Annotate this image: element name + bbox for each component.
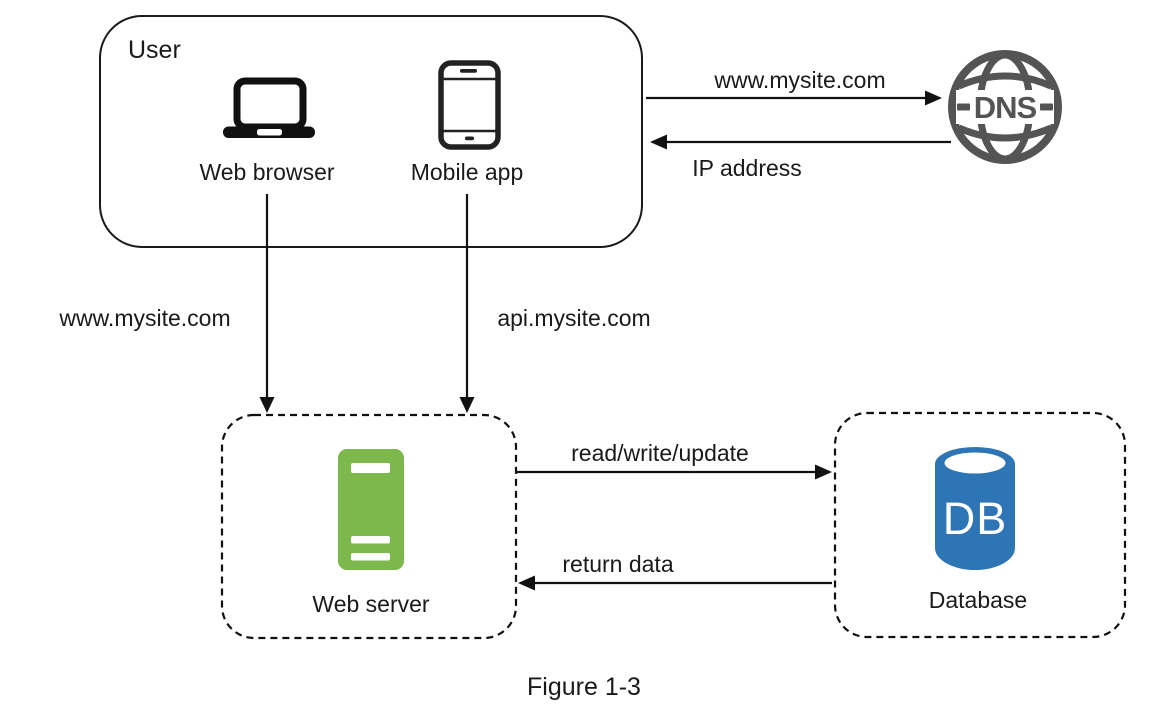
edge-dns-to-user: IP address bbox=[650, 134, 951, 181]
web-server-label: Web server bbox=[312, 591, 430, 617]
edge-label-db-to-webserver: return data bbox=[562, 551, 673, 577]
web-browser-label: Web browser bbox=[199, 159, 334, 185]
database-box: DB Database bbox=[833, 411, 1127, 639]
edge-label-browser-to-webserver: www.mysite.com bbox=[58, 305, 230, 331]
figure-caption: Figure 1-3 bbox=[527, 673, 641, 701]
edge-app-to-webserver: api.mysite.com bbox=[459, 194, 651, 413]
edge-label-dns-to-user: IP address bbox=[692, 155, 802, 181]
database-border bbox=[833, 411, 1127, 639]
edge-db-to-webserver: return data bbox=[518, 551, 832, 591]
user-group-label: User bbox=[128, 36, 181, 64]
database-label: Database bbox=[929, 587, 1027, 613]
edge-label-user-to-dns: www.mysite.com bbox=[713, 67, 885, 93]
arrowhead-down bbox=[259, 397, 275, 413]
database-cylinder-icon: DB bbox=[935, 447, 1015, 570]
user-group-box: User Web browser Mobile app bbox=[99, 15, 643, 248]
globe-icon: DNS bbox=[948, 50, 1062, 164]
arrowhead-right bbox=[925, 90, 942, 106]
edge-browser-to-webserver: www.mysite.com bbox=[58, 194, 275, 413]
dns-label: DNS bbox=[974, 90, 1037, 125]
edge-user-to-dns: www.mysite.com bbox=[646, 67, 942, 106]
server-tower-icon bbox=[338, 449, 404, 570]
arrowhead-right bbox=[815, 464, 832, 480]
web-server-box: Web server bbox=[220, 413, 518, 640]
edge-label-app-to-webserver: api.mysite.com bbox=[497, 305, 650, 331]
arrowhead-left bbox=[518, 575, 535, 591]
arrowhead-left bbox=[650, 134, 667, 150]
edge-webserver-to-db: read/write/update bbox=[517, 440, 832, 480]
db-icon-text: DB bbox=[943, 493, 1008, 544]
user-group-border bbox=[99, 15, 643, 248]
arrowhead-down bbox=[459, 397, 475, 413]
mobile-app-label: Mobile app bbox=[411, 159, 524, 185]
edge-label-webserver-to-db: read/write/update bbox=[571, 440, 749, 466]
laptop-icon bbox=[223, 77, 315, 138]
web-server-border bbox=[220, 413, 518, 640]
smartphone-icon bbox=[438, 60, 501, 150]
